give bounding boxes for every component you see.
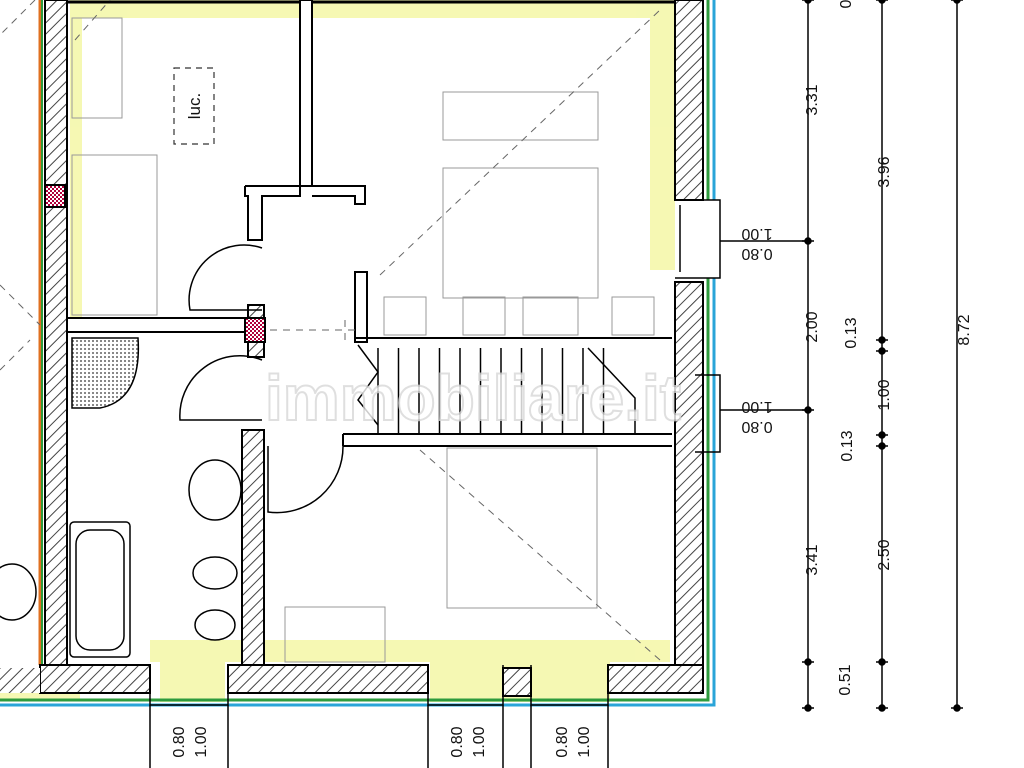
bottom-windows <box>149 665 609 706</box>
room-label: luc. <box>185 93 204 119</box>
dim-mid-1: 3.96 <box>876 156 893 187</box>
outer-contour <box>0 0 716 707</box>
bottom-window-3-a: 0.80 <box>554 726 571 757</box>
dimension-dot <box>878 347 886 355</box>
dim-top-cut: 0 <box>838 0 855 8</box>
bottom-window-2-a: 0.80 <box>449 726 466 757</box>
dimension-dot <box>878 704 886 712</box>
dimension-dot <box>878 336 886 344</box>
stair-arrow <box>357 344 379 426</box>
dimension-dot <box>953 704 961 712</box>
doors <box>179 244 344 514</box>
dimension-dot <box>804 704 812 712</box>
dim-mid-5: 2.50 <box>876 539 893 570</box>
dimension-dot <box>878 0 886 4</box>
bathroom-fixtures <box>0 337 242 658</box>
bottom-window-1-a: 0.80 <box>171 726 188 757</box>
dim-mid-4: 0.13 <box>839 430 856 461</box>
interior-walls <box>44 0 672 666</box>
exterior-walls <box>0 0 704 697</box>
dim-right-2: 2.00 <box>804 311 821 342</box>
furniture <box>71 17 655 663</box>
dimension-labels: 3.31 2.00 3.41 0.51 3.96 0.13 1.00 0.13 … <box>171 0 973 758</box>
dimension-dot <box>953 0 961 4</box>
dimension-dot <box>804 658 812 666</box>
window-upper-top: 1.00 <box>741 225 772 242</box>
watermark: immobiliare.it <box>265 362 681 434</box>
dim-mid-3: 1.00 <box>876 379 893 410</box>
dim-total: 8.72 <box>956 314 973 345</box>
dashed-guides <box>0 0 661 661</box>
dim-right-4: 0.51 <box>837 664 854 695</box>
bottom-window-3-b: 1.00 <box>576 726 593 757</box>
dim-right-1: 3.31 <box>804 84 821 115</box>
dimension-dot <box>804 0 812 4</box>
dimension-dot <box>878 442 886 450</box>
staircase <box>357 344 636 434</box>
window-middle-bottom: 0.80 <box>741 418 772 435</box>
dimension-lines <box>149 0 963 768</box>
right-windows <box>675 199 721 453</box>
window-upper-bottom: 0.80 <box>741 245 772 262</box>
stair-landing <box>587 347 636 434</box>
dimension-dot <box>878 658 886 666</box>
dim-mid-2: 0.13 <box>843 317 860 348</box>
window-middle-top: 1.00 <box>741 398 772 415</box>
dimension-dot <box>878 431 886 439</box>
bottom-window-1-b: 1.00 <box>193 726 210 757</box>
dim-right-3: 3.41 <box>804 544 821 575</box>
room-label-box: luc. <box>173 67 215 145</box>
bottom-window-2-b: 1.00 <box>471 726 488 757</box>
